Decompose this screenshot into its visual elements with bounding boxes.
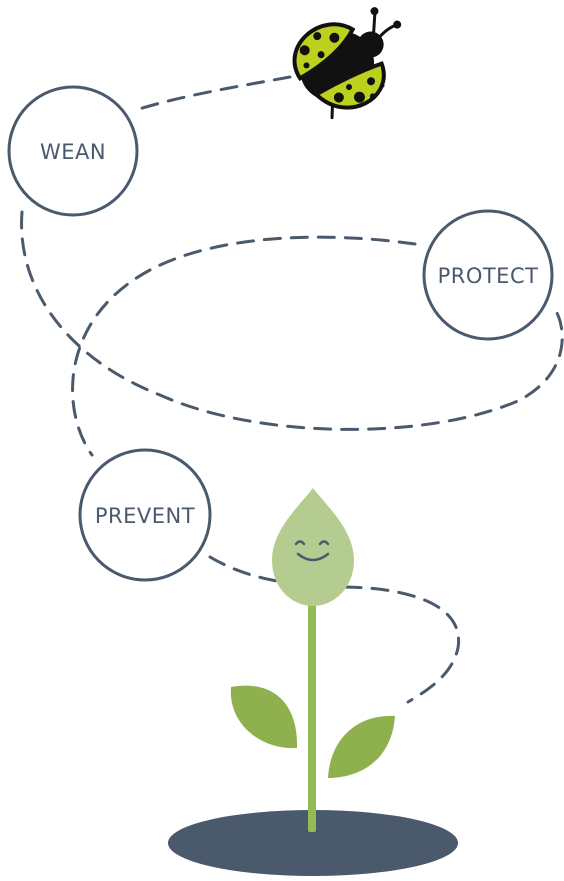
step-wean: WEAN [7, 85, 139, 217]
step-protect-circle [422, 209, 554, 341]
step-protect-label: PROTECT [438, 264, 539, 288]
bud-face [294, 540, 330, 562]
step-wean-circle [7, 85, 139, 217]
stem [308, 590, 316, 832]
left-leaf [230, 685, 298, 749]
step-prevent: PREVENT [78, 448, 212, 582]
step-protect: PROTECT [422, 209, 554, 341]
step-prevent-label: PREVENT [95, 504, 195, 528]
ground-shadow [168, 810, 458, 876]
bud [272, 488, 354, 606]
seedling-icon [230, 488, 395, 832]
step-wean-label: WEAN [40, 140, 106, 164]
dashed-path [20, 75, 564, 704]
step-prevent-circle [78, 448, 212, 582]
ladybug-icon [292, 7, 402, 120]
right-leaf [328, 715, 395, 778]
